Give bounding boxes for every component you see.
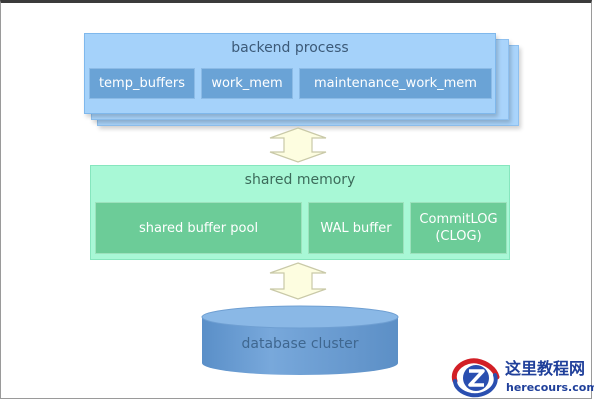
temp-buffers-cell: temp_buffers: [89, 68, 195, 99]
database-cluster-label: database cluster: [241, 336, 359, 352]
backend-process-box: backend process temp_buffers work_mem ma…: [84, 33, 496, 114]
database-cylinder-icon: [201, 305, 399, 375]
double-arrow-top-icon: [269, 127, 327, 163]
maintenance-work-mem-cell: maintenance_work_mem: [299, 68, 492, 99]
commitlog-clog-cell: CommitLOG (CLOG): [410, 202, 507, 254]
watermark-logo: [447, 355, 503, 399]
backend-process-title: backend process: [231, 40, 349, 56]
wal-buffer-cell: WAL buffer: [308, 202, 404, 254]
watermark-title: 这里教程网: [505, 359, 586, 378]
database-cylinder: [200, 305, 400, 377]
shared-memory-box: shared memory shared buffer pool WAL buf…: [90, 165, 510, 260]
shared-memory-title: shared memory: [244, 172, 356, 188]
watermark-z-icon: [451, 358, 500, 398]
watermark-domain: herecours.com: [506, 381, 594, 394]
double-arrow-bottom-icon: [269, 262, 327, 300]
work-mem-cell: work_mem: [201, 68, 293, 99]
double-arrow-bottom: [268, 262, 328, 300]
double-arrow-top: [268, 127, 328, 163]
shared-buffer-pool-cell: shared buffer pool: [95, 202, 302, 254]
